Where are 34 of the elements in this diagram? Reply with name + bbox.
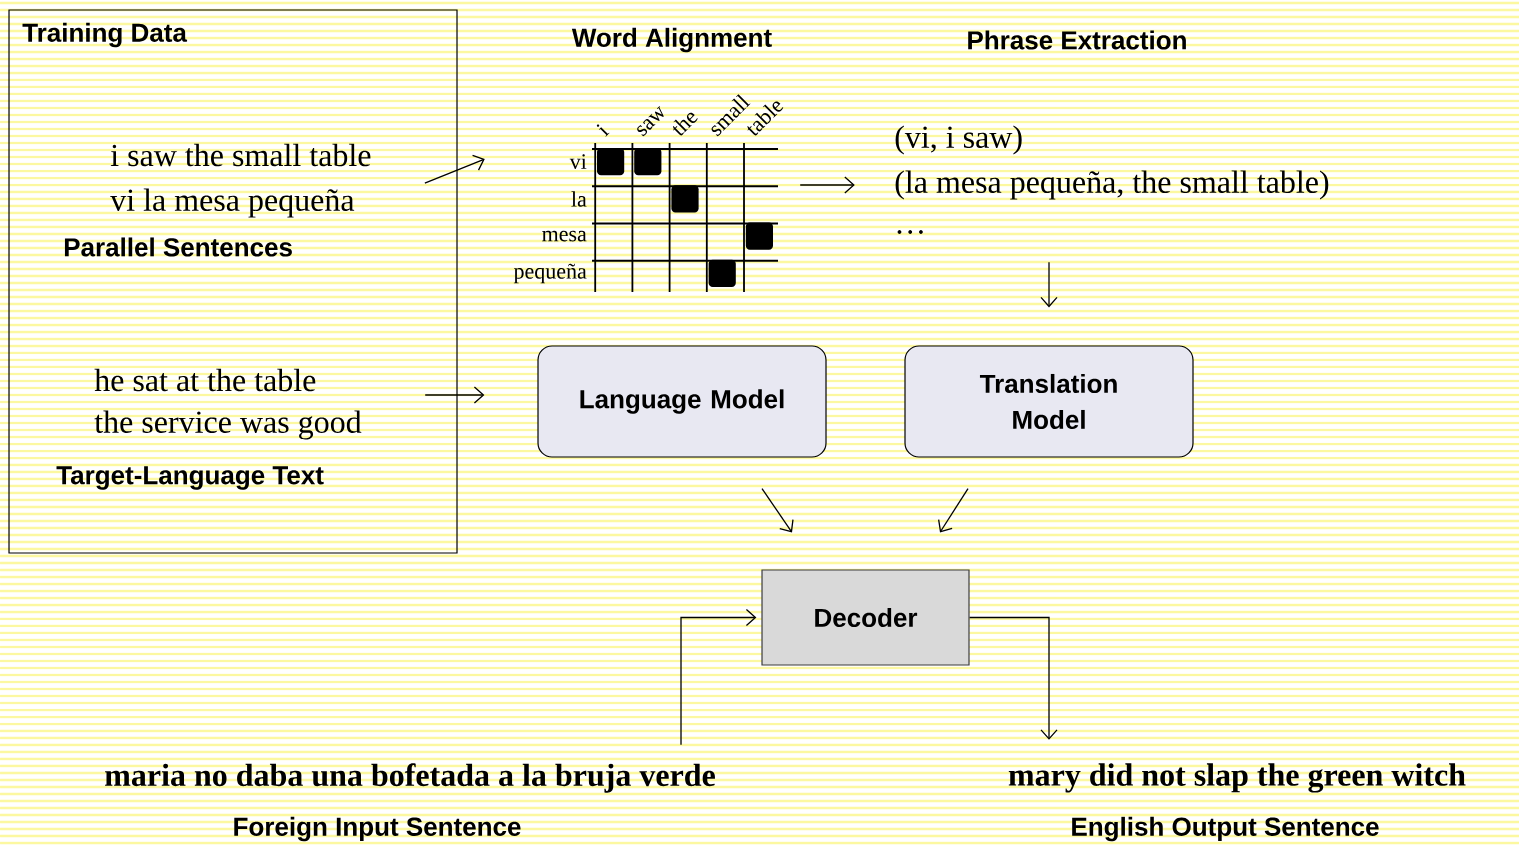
row-label: la xyxy=(571,191,587,207)
caption-text: Target-Language Text xyxy=(56,466,324,490)
sentence-text: i saw the small table xyxy=(110,143,371,167)
sentence-text: mary did not slap the green witch xyxy=(1008,763,1466,793)
section-heading: Training Data xyxy=(22,22,188,48)
model-box: Translation Model xyxy=(904,345,1194,458)
arrow xyxy=(968,616,1058,740)
arrow xyxy=(761,487,794,533)
column-label: i xyxy=(596,124,610,137)
decoder-box: Decoder xyxy=(761,569,970,666)
phrase-pair-text: (la mesa pequeña, the small table) xyxy=(895,170,1329,200)
arrow xyxy=(938,487,969,533)
row-label: vi xyxy=(569,154,587,169)
ellipsis-text: … xyxy=(897,230,923,234)
arrow xyxy=(424,386,485,404)
column-label: the xyxy=(672,112,698,136)
row-label: pequeña xyxy=(513,263,587,284)
arrow xyxy=(799,176,855,194)
caption-text: English Output Sentence xyxy=(1072,816,1379,842)
phrase-pair-text: (vi, i saw) xyxy=(895,125,1022,155)
sentence-text: maria no daba una bofetada a la bruja verde xyxy=(105,763,715,793)
arrow xyxy=(424,154,485,184)
arrow xyxy=(1040,261,1058,308)
column-label: saw xyxy=(637,105,664,137)
model-box: Language Model xyxy=(537,345,827,458)
caption-text: Parallel Sentences xyxy=(64,237,292,257)
section-heading: Word Alignment xyxy=(571,27,772,53)
caption-text: Foreign Input Sentence xyxy=(234,816,521,842)
sentence-text: vi la mesa pequeña xyxy=(110,188,355,218)
section-heading: Phrase Extraction xyxy=(968,30,1186,50)
sentence-text: he sat at the table xyxy=(94,368,316,392)
sentence-text: the service was good xyxy=(94,410,362,440)
arrow xyxy=(680,608,757,746)
row-label: mesa xyxy=(542,230,587,242)
